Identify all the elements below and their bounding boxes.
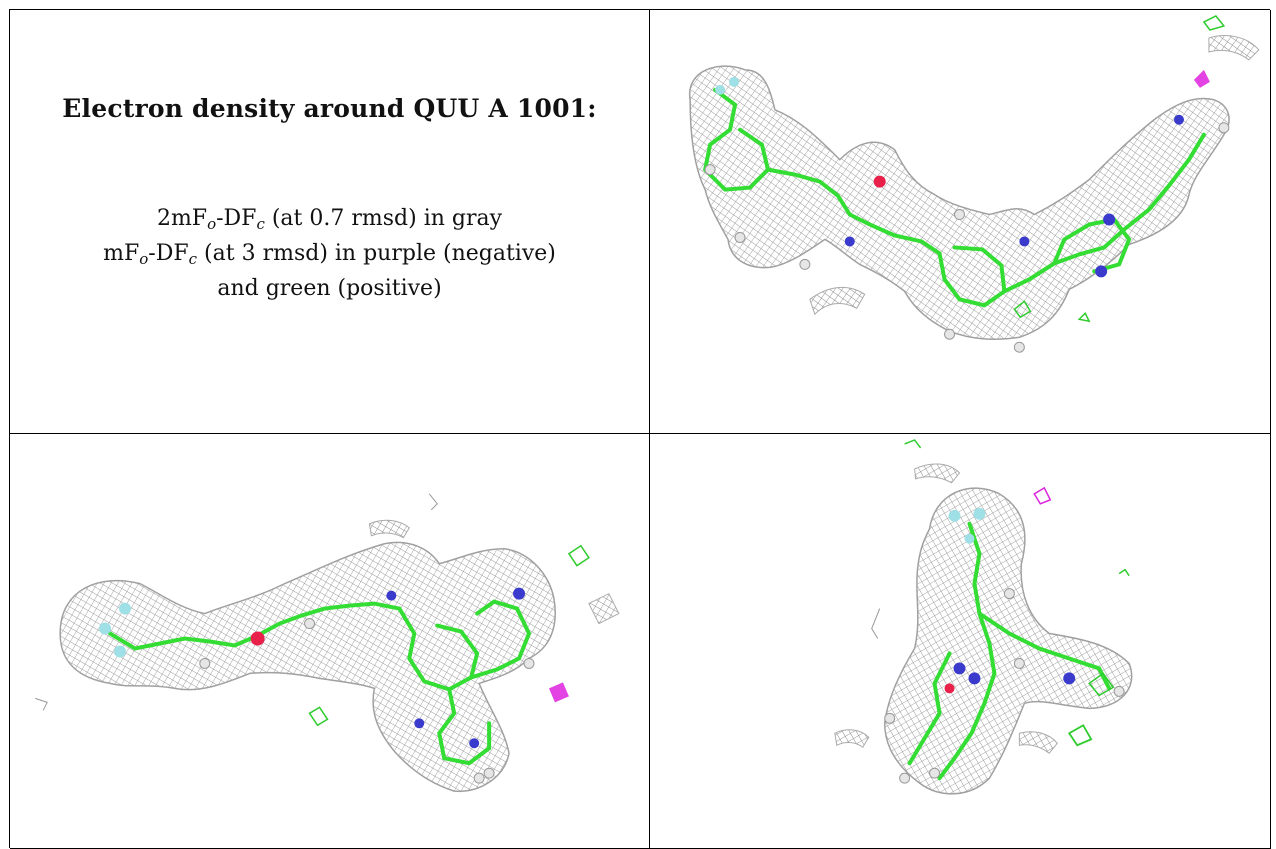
difference-density bbox=[1013, 15, 1226, 323]
stray-mesh bbox=[368, 519, 410, 539]
ligand-bonds bbox=[907, 521, 1112, 781]
density-render-bottom-right bbox=[834, 439, 1133, 795]
caption-line-2fofc: 2mFo-DFc (at 0.7 rmsd) in gray bbox=[156, 206, 503, 233]
difference-density bbox=[904, 439, 1130, 747]
stray-mesh bbox=[871, 608, 881, 639]
density-render-bottom-left bbox=[35, 493, 620, 792]
density-mesh bbox=[59, 541, 556, 792]
stray-mesh bbox=[809, 286, 866, 316]
caption-line-fofc: mFo-DFc (at 3 rmsd) in purple (negative) bbox=[103, 241, 556, 268]
ligand-bonds bbox=[702, 87, 1206, 308]
ligand-atoms bbox=[704, 76, 1230, 353]
ligand-atoms bbox=[884, 507, 1125, 784]
density-view-top-right bbox=[650, 10, 1271, 434]
density-render-top-right bbox=[689, 15, 1260, 353]
density-view-bottom-right bbox=[650, 434, 1271, 849]
stray-mesh bbox=[35, 697, 48, 711]
caption-description: 2mFo-DFc (at 0.7 rmsd) in gray mFo-DFc (… bbox=[10, 204, 649, 304]
caption-line-positive: and green (positive) bbox=[217, 276, 442, 301]
ligand-atoms bbox=[99, 587, 535, 784]
density-view-bottom-left bbox=[10, 434, 650, 849]
caption-title: Electron density around QUU A 1001: bbox=[62, 94, 597, 123]
density-mesh bbox=[883, 487, 1133, 795]
stray-mesh bbox=[914, 463, 961, 484]
stray-mesh bbox=[1018, 731, 1058, 754]
difference-density bbox=[308, 544, 620, 727]
stray-mesh bbox=[1208, 35, 1260, 61]
stray-mesh bbox=[834, 729, 870, 748]
stray-mesh bbox=[428, 493, 438, 511]
figure-grid: Electron density around QUU A 1001: 2mFo… bbox=[9, 9, 1271, 849]
caption-panel: Electron density around QUU A 1001: 2mFo… bbox=[10, 10, 650, 434]
